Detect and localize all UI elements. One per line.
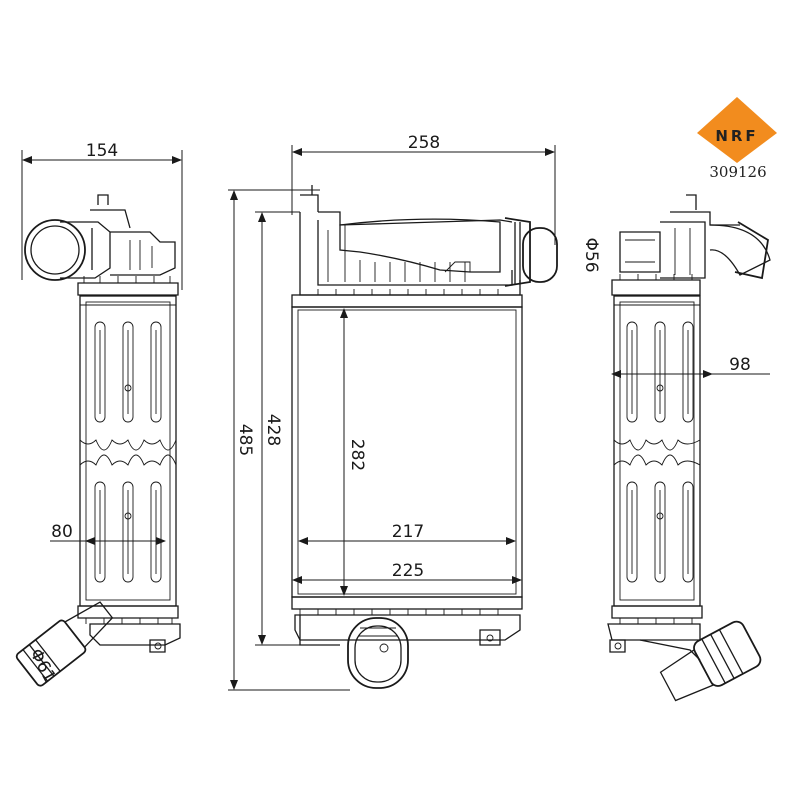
dim-outlet-diameter-bottom: Φ61 — [25, 645, 59, 685]
dim-core-width: 217 — [392, 522, 424, 542]
logo-text: NRF — [715, 127, 758, 145]
nrf-logo: NRF 309126 — [697, 97, 777, 181]
dim-side-width: 154 — [86, 141, 118, 161]
part-number: 309126 — [709, 163, 766, 181]
left-side-view: 154 — [15, 141, 183, 687]
dim-front-width: 258 — [408, 133, 440, 153]
dim-side-depth-left: 80 — [51, 522, 73, 542]
dim-front-total-height: 485 — [235, 424, 255, 456]
logo-diamond — [697, 97, 777, 163]
dim-tank-width: 225 — [392, 561, 424, 581]
dim-core-height: 282 — [347, 439, 367, 471]
dim-outlet-diameter-top: Φ56 — [581, 237, 601, 272]
dim-side-depth-right: 98 — [729, 355, 751, 375]
right-side-view: 98 — [607, 194, 771, 702]
front-view: 258 485 428 Φ56 282 — [228, 133, 601, 691]
dim-front-body-height: 428 — [263, 414, 283, 446]
